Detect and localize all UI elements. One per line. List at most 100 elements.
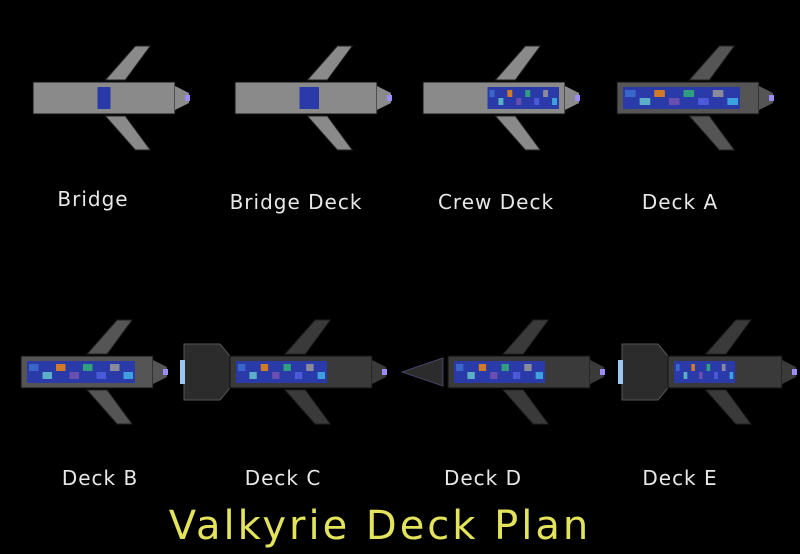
deck-label-deck-e: Deck E xyxy=(642,466,718,490)
interior xyxy=(27,361,135,383)
deck-label-deck-a: Deck A xyxy=(641,190,719,214)
deck-label-crew-deck: Crew Deck xyxy=(437,190,555,214)
wing xyxy=(284,319,332,355)
wing xyxy=(704,389,752,425)
nose xyxy=(590,360,604,384)
room xyxy=(467,372,475,379)
room xyxy=(238,364,246,371)
engine-block xyxy=(621,343,674,401)
room xyxy=(698,372,703,379)
deck-plan-deck-e xyxy=(618,319,797,425)
deck-plan-bridge xyxy=(32,45,190,151)
wing xyxy=(494,45,542,81)
light xyxy=(163,369,168,375)
room xyxy=(490,372,498,379)
room xyxy=(283,364,291,371)
room xyxy=(727,98,738,105)
wing xyxy=(104,115,152,151)
room xyxy=(525,90,531,97)
room xyxy=(714,372,718,379)
room xyxy=(706,364,711,371)
deck-plan-deck-a xyxy=(616,45,774,151)
wing xyxy=(306,115,354,151)
room xyxy=(512,372,521,379)
room xyxy=(524,364,532,371)
engine-glow xyxy=(618,360,623,384)
bow-fin xyxy=(400,357,444,387)
room xyxy=(683,90,695,97)
deck-label-bridge: Bridge xyxy=(57,187,129,211)
room xyxy=(96,372,106,379)
room xyxy=(691,364,695,371)
room xyxy=(317,372,325,379)
nose xyxy=(153,360,167,384)
nose xyxy=(565,86,579,110)
interior xyxy=(97,87,111,109)
deck-plan-deck-d xyxy=(400,319,605,425)
deck-label-bridge-deck: Bridge Deck xyxy=(229,190,363,214)
light xyxy=(600,369,605,375)
wing xyxy=(85,319,134,355)
wing xyxy=(306,45,354,81)
light xyxy=(387,95,392,101)
room xyxy=(294,372,303,379)
interior xyxy=(299,87,319,109)
deck-plan-deck-b xyxy=(20,319,168,425)
room xyxy=(668,98,680,105)
wing xyxy=(688,115,736,151)
room xyxy=(721,364,726,371)
light xyxy=(792,369,797,375)
room xyxy=(501,364,509,371)
engine-block xyxy=(183,343,236,401)
deck-plan-bridge-deck xyxy=(234,45,392,151)
room xyxy=(69,372,79,379)
interior xyxy=(487,87,559,109)
room xyxy=(535,372,543,379)
room xyxy=(516,98,522,105)
light xyxy=(382,369,387,375)
room xyxy=(42,372,52,379)
wing xyxy=(284,389,332,425)
light xyxy=(769,95,774,101)
wing xyxy=(85,389,134,425)
room xyxy=(83,364,93,371)
nose xyxy=(175,86,189,110)
interior xyxy=(623,87,740,109)
wing xyxy=(704,319,752,355)
room xyxy=(729,372,734,379)
deck-label-deck-c: Deck C xyxy=(244,466,322,490)
room xyxy=(478,364,487,371)
room xyxy=(712,90,724,97)
page-title: Valkyrie Deck Plan xyxy=(168,503,592,549)
room xyxy=(683,372,688,379)
room xyxy=(456,364,464,371)
room xyxy=(625,90,636,97)
deck-label-deck-d: Deck D xyxy=(443,466,523,490)
light xyxy=(185,95,190,101)
nose xyxy=(759,86,773,110)
deck-label-deck-b: Deck B xyxy=(61,466,139,490)
room xyxy=(654,90,665,97)
room xyxy=(272,372,280,379)
nose xyxy=(377,86,391,110)
room xyxy=(56,364,66,371)
nose xyxy=(372,360,386,384)
deck-plan-crew-deck xyxy=(422,45,580,151)
wing xyxy=(502,319,550,355)
room xyxy=(534,98,540,105)
deck-plan-deck-c xyxy=(180,319,387,425)
room xyxy=(249,372,257,379)
interior xyxy=(674,361,736,383)
room xyxy=(698,98,709,105)
room xyxy=(507,90,513,97)
wing xyxy=(502,389,550,425)
room xyxy=(498,98,504,105)
room xyxy=(676,364,680,371)
room xyxy=(489,90,495,97)
room xyxy=(306,364,314,371)
interior xyxy=(454,361,545,383)
room xyxy=(552,98,557,105)
light xyxy=(575,95,580,101)
wing xyxy=(494,115,542,151)
room xyxy=(110,364,120,371)
